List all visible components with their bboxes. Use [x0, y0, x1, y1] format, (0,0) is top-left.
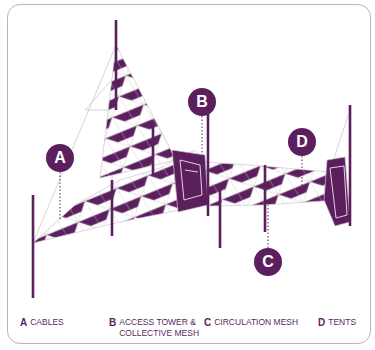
pole: [32, 195, 35, 298]
mesh: [33, 45, 350, 243]
key-entry: DTENTS: [318, 317, 368, 328]
pole: [264, 165, 267, 232]
cable-lines: [33, 45, 350, 243]
pole: [115, 20, 118, 110]
key-text: CIRCULATION MESH: [214, 317, 298, 328]
callout-letter: C: [262, 254, 274, 270]
key-letter: A: [20, 317, 27, 328]
callout-circle: B: [188, 88, 216, 116]
leader-line: [302, 156, 303, 186]
callout-letter: A: [54, 150, 66, 166]
key-text: TENTS: [328, 317, 356, 328]
tent-detail: [330, 166, 347, 218]
key-letter: D: [318, 317, 325, 328]
pole: [152, 122, 155, 176]
tower-detail: [180, 160, 202, 200]
leader-line: [268, 205, 269, 248]
pole: [111, 180, 114, 236]
callout-circle: C: [254, 248, 282, 276]
callout-circle: A: [46, 144, 74, 172]
pole: [349, 105, 352, 226]
pole: [219, 185, 222, 248]
leader-lines: [60, 116, 302, 248]
circulation-mesh: [205, 162, 338, 206]
poles: [33, 20, 350, 298]
key-letter: C: [204, 317, 211, 328]
leader-line: [60, 172, 61, 220]
key-letter: B: [109, 317, 116, 328]
callout-letter: B: [196, 94, 208, 110]
callout-letter: D: [296, 134, 308, 150]
key-text: ACCESS TOWER & COLLECTIVE MESH: [119, 317, 201, 339]
tent: [324, 157, 350, 226]
access-tower: [172, 150, 208, 212]
key-entry: CCIRCULATION MESH: [204, 317, 314, 328]
pole: [207, 106, 210, 216]
callout-circle: D: [288, 128, 316, 156]
key-text: CABLES: [30, 317, 64, 328]
key-entry: BACCESS TOWER & COLLECTIVE MESH: [109, 317, 201, 339]
upper-wing-mesh: [100, 45, 176, 178]
leader-line: [202, 116, 203, 165]
key-entry: ACABLES: [20, 317, 100, 328]
